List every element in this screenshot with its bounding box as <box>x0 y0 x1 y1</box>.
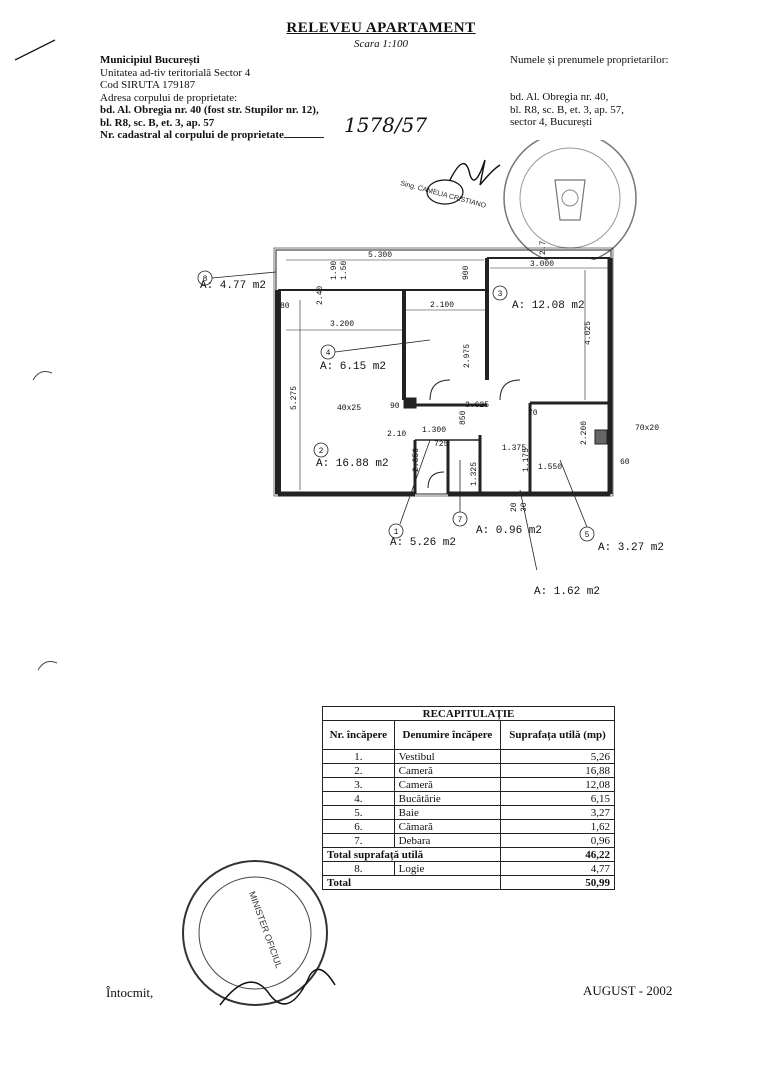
margin-mark <box>14 39 56 61</box>
dim-725: 725 <box>434 440 449 449</box>
callout-2-label: 2 <box>319 447 324 456</box>
dim-1175: 1.175 <box>522 448 531 472</box>
scale-label: Scara 1:100 <box>353 38 409 50</box>
dim-270: 2.70 <box>539 240 548 255</box>
date-label: AUGUST - 2002 <box>583 983 673 998</box>
margin-mark-2 <box>32 371 53 381</box>
intocmit-label: Întocmit, <box>106 985 154 1000</box>
margin-mark-3 <box>37 661 58 671</box>
address-label: Adresa corpului de proprietate: <box>100 91 238 104</box>
callout-2 <box>313 442 329 458</box>
dim-5275: 5.275 <box>290 386 299 410</box>
dim-2100: 2.100 <box>430 301 454 310</box>
dim-850: 850 <box>459 410 468 425</box>
recap-col-name: Denumire încăpere <box>393 720 502 750</box>
recap-col-area: Suprafața utilă (mp) <box>500 720 615 750</box>
callout-7-label: 7 <box>458 516 463 525</box>
address-line-2: bl. R8, sc. B, et. 3, ap. 57 <box>100 116 215 129</box>
address-line-1: bd. Al. Obregia nr. 40 (fost str. Stupil… <box>100 104 319 116</box>
siruta-code: Cod SIRUTA 179187 <box>100 79 196 91</box>
dim-2350: 2.350 <box>412 448 421 472</box>
area-room-5: A: 3.27 m2 <box>598 542 665 554</box>
signature-mark <box>426 159 501 205</box>
owner-address-line-2: bl. R8, sc. B, et. 3, ap. 57, <box>510 103 624 116</box>
dim-5300: 5.300 <box>368 251 392 260</box>
owner-address: bd. Al. Obregia nr. 40, bl. R8, sc. B, e… <box>510 91 624 129</box>
area-room-4: A: 6.15 m2 <box>320 361 387 373</box>
dim-190: 1.90 <box>330 261 339 280</box>
callout-5-label: 5 <box>585 531 590 540</box>
dim-1325: 1.325 <box>470 462 479 486</box>
floor-plan: 8 4 2 3 1 7 5 6 5.300 3.000 2.100 3.200 … <box>197 240 659 570</box>
dim-2200: 2.200 <box>580 421 589 445</box>
owner-address-line-1: bd. Al. Obregia nr. 40, <box>510 91 609 103</box>
dim-210: 2.10 <box>387 430 406 439</box>
callout-8-label: 8 <box>203 275 208 284</box>
area-room-6: A: 1.62 m2 <box>534 586 601 598</box>
area-room-1: A: 5.26 m2 <box>390 537 457 549</box>
dim-40x25: 40x25 <box>337 404 361 413</box>
recap-title: RECAPITULAȚIE <box>322 706 615 721</box>
callout-4-label: 4 <box>326 349 331 358</box>
bottom-stamp-text: MINISTER OFICIUL <box>247 890 284 970</box>
dim-90: 90 <box>390 402 400 411</box>
dim-30: 30 <box>520 502 529 512</box>
dim-240: 2.40 <box>316 286 325 305</box>
area-room-7: A: 0.96 m2 <box>476 525 543 537</box>
cadastral-number-handwritten: 1578/57 <box>344 113 428 137</box>
dim-70x20: 70x20 <box>635 424 659 433</box>
dim-3000: 3.000 <box>530 260 554 269</box>
dim-2975: 2.975 <box>463 344 472 368</box>
recap-table: RECAPITULAȚIE Nr. încăpere Denumire încă… <box>321 706 615 890</box>
page-title: RELEVEU APARTAMENT <box>286 20 476 36</box>
dim-4025: 4.025 <box>584 321 593 345</box>
area-room-8: A: 4.77 m2 <box>200 280 267 292</box>
dim-1550: 1.550 <box>538 463 562 472</box>
dim-3625: 3.625 <box>465 401 489 410</box>
municipality: Municipiul București <box>100 54 200 66</box>
official-stamp-bottom: MINISTER OFICIUL <box>182 860 336 1006</box>
header-left: Municipiul București Unitatea ad-tiv ter… <box>100 54 324 142</box>
dim-150: 1.50 <box>340 261 349 280</box>
admin-unit: Unitatea ad-tiv teritorială Sector 4 <box>100 66 251 79</box>
dim-20: 20 <box>510 502 519 512</box>
owner-label: Numele și prenumele proprietarilor: <box>510 54 669 66</box>
owner-address-line-3: sector 4, București <box>510 116 593 128</box>
dim-1375: 1.375 <box>502 444 526 453</box>
area-room-3: A: 12.08 m2 <box>512 300 585 312</box>
dim-60: 60 <box>620 458 630 467</box>
dim-1300: 1.300 <box>422 426 446 435</box>
dim-900: 900 <box>462 265 471 280</box>
area-room-2: A: 16.88 m2 <box>316 458 389 470</box>
callout-1-label: 1 <box>394 528 399 537</box>
callout-3-label: 3 <box>498 290 503 299</box>
recap-col-nr: Nr. încăpere <box>322 720 395 750</box>
signature-name-stamp: Sing. CAMELIA CRISTIANO <box>399 180 487 210</box>
dim-80: 80 <box>280 302 290 311</box>
dim-3200: 3.200 <box>330 320 354 329</box>
top-stamp-signature: Sing. CAMELIA CRISTIANO <box>399 140 637 260</box>
dim-70: 70 <box>528 409 538 418</box>
callout-1 <box>388 523 404 539</box>
cadastral-label: Nr. cadastral al corpului de proprietate <box>100 129 324 142</box>
callout-3 <box>492 285 508 301</box>
